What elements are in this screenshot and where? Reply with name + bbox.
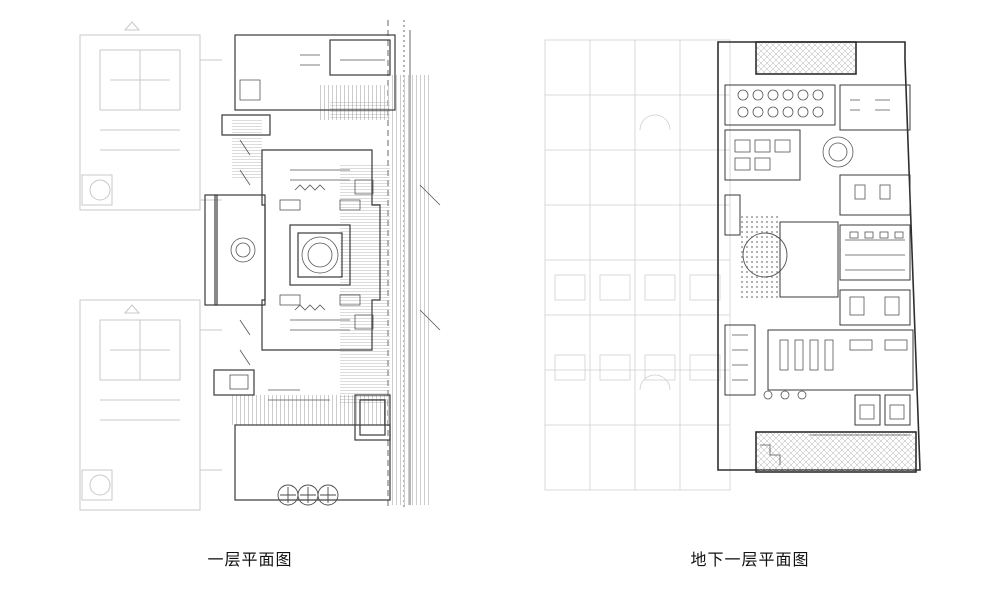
basement-floor-plan-drawing [544,39,921,491]
trees [277,484,339,506]
basement-floor-caption: 地下一层平面图 [690,550,810,569]
garden-and-core [738,215,839,300]
structural-grid-faint [544,39,731,491]
furniture [732,89,910,465]
interior-details [229,54,441,401]
main-building [204,34,396,501]
ground-floor-plan-panel: 一层平面图 [79,20,441,569]
rooms [724,84,914,426]
basement-outline [717,41,921,473]
hatched-paving [232,75,430,505]
basement-floor-plan-panel: 地下一层平面图 [500,0,1000,594]
ground-floor-caption: 一层平面图 [207,550,293,569]
neighbor-buildings-faint [79,21,222,511]
ground-floor-plan-drawing [79,20,441,511]
